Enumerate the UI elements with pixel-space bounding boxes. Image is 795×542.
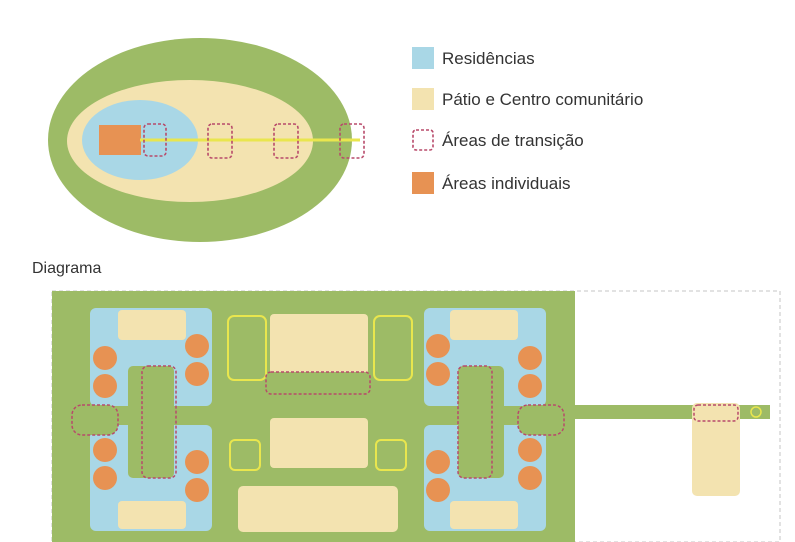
annex-node <box>750 406 762 418</box>
center-strip <box>458 366 504 478</box>
individual-area <box>426 450 450 474</box>
residence-cluster-right <box>424 308 546 531</box>
legend-label-courtyard: Pátio e Centro comunitário <box>442 90 643 109</box>
individual-area <box>99 125 141 155</box>
individual-area <box>518 466 542 490</box>
patio-block <box>118 310 186 340</box>
annex-transition <box>693 404 739 422</box>
individual-area <box>185 362 209 386</box>
transition-area-right-entry <box>517 404 565 436</box>
site-plan <box>51 290 781 542</box>
yellow-frame <box>375 439 407 471</box>
concept-diagram <box>48 38 365 242</box>
patio-block <box>450 310 518 340</box>
individual-area <box>185 334 209 358</box>
individual-area <box>185 478 209 502</box>
transition-area-center <box>265 371 371 395</box>
legend-swatch-courtyard <box>412 88 434 110</box>
transition-area-4 <box>339 123 365 159</box>
diagram-label: Diagrama <box>32 260 101 277</box>
patio-block <box>450 501 518 529</box>
legend-label-individual: Áreas individuais <box>442 174 571 193</box>
access-path <box>575 405 770 419</box>
individual-area <box>93 466 117 490</box>
yellow-frame <box>229 439 261 471</box>
legend-label-residences: Residências <box>442 49 535 68</box>
community-patio <box>238 486 398 532</box>
transition-area-2 <box>207 123 233 159</box>
transition-area-1 <box>143 123 167 157</box>
center-strip <box>128 366 174 478</box>
individual-area <box>518 346 542 370</box>
community-hall <box>270 314 368 374</box>
transition-area <box>457 365 493 479</box>
legend: Residências Pátio e Centro comunitário Á… <box>412 47 643 194</box>
patio-block <box>118 501 186 529</box>
individual-area <box>93 374 117 398</box>
legend-swatch-individual <box>412 172 434 194</box>
individual-area <box>426 478 450 502</box>
annex-building <box>692 403 740 496</box>
yellow-frame <box>373 315 413 381</box>
residence-cluster-left <box>90 308 212 531</box>
transition-area-3 <box>273 123 299 159</box>
legend-swatch-transition <box>412 129 434 151</box>
individual-area <box>426 334 450 358</box>
individual-area <box>426 362 450 386</box>
legend-swatch-residences <box>412 47 434 69</box>
community-block <box>270 418 368 468</box>
transition-area <box>141 365 177 479</box>
legend-label-transition: Áreas de transição <box>442 131 584 150</box>
individual-area <box>518 374 542 398</box>
individual-area <box>185 450 209 474</box>
individual-area <box>518 438 542 462</box>
individual-area <box>93 346 117 370</box>
individual-area <box>93 438 117 462</box>
yellow-frame <box>227 315 267 381</box>
community-center <box>227 314 413 532</box>
transition-area-left-entry <box>71 404 119 436</box>
